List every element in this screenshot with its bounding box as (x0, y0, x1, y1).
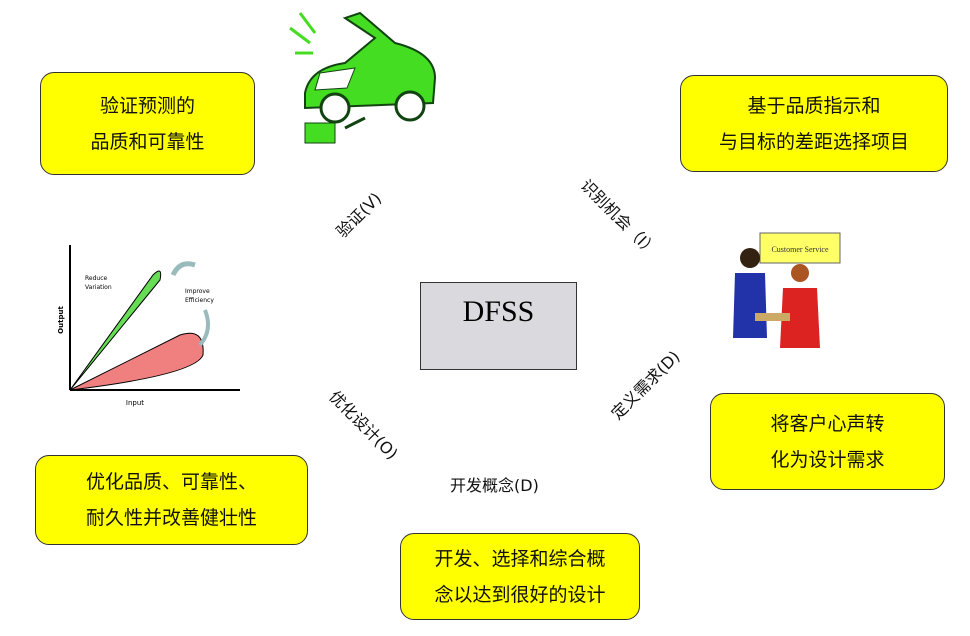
reduce-label-2: Variation (85, 284, 112, 291)
box-line: 耐久性并改善健壮性 (85, 507, 257, 529)
identify-box: 基于品质指示和 与目标的差距选择项目 (680, 75, 948, 172)
phase-define: 定义需求(D) (607, 346, 684, 424)
box-line: 化为设计需求 (770, 448, 885, 471)
phase-develop: 开发概念(D) (450, 476, 539, 495)
box-line: 念以达到很好的设计 (434, 583, 606, 606)
box-line: 与目标的差距选择项目 (718, 130, 909, 153)
box-line: 基于品质指示和 (747, 94, 881, 117)
efficiency-chart: Output Input Reduce Variation Improve Ef… (57, 245, 240, 407)
box-line: 验证预测的 (99, 94, 195, 117)
y-label: Output (57, 306, 65, 334)
box-line: 品质和可靠性 (90, 130, 205, 153)
improve-label-1: Improve (185, 288, 210, 295)
curved-arrow-icon (198, 309, 211, 347)
define-box: 将客户心声转 化为设计需求 (710, 393, 945, 490)
optimize-box: 优化品质、可靠性、 耐久性并改善健壮性 (35, 455, 308, 545)
reduce-label-1: Reduce (85, 275, 108, 282)
phase-identify: 识别机会（I） (576, 175, 662, 261)
box-line: 将客户心声转 (770, 412, 885, 435)
x-label: Input (126, 399, 144, 407)
phase-optimize: 优化设计(O) (325, 386, 402, 464)
box-line: 优化品质、可靠性、 (85, 471, 257, 493)
green-leaf (69, 270, 162, 391)
sign-text: Customer Service (771, 245, 829, 254)
phase-verify: 验证(V) (332, 188, 386, 242)
verify-box: 验证预测的 品质和可靠性 (40, 72, 255, 175)
improve-label-2: Efficiency (185, 297, 214, 304)
red-leaf (69, 332, 204, 391)
dfss-center-box: DFSS (420, 282, 577, 370)
box-line: 开发、选择和综合概 (434, 547, 606, 570)
curved-arrow-icon (170, 261, 196, 277)
develop-box: 开发、选择和综合概 念以达到很好的设计 (400, 533, 640, 620)
car-repair-icon (289, 11, 437, 144)
customer-service-icon: Customer Service (733, 232, 841, 348)
